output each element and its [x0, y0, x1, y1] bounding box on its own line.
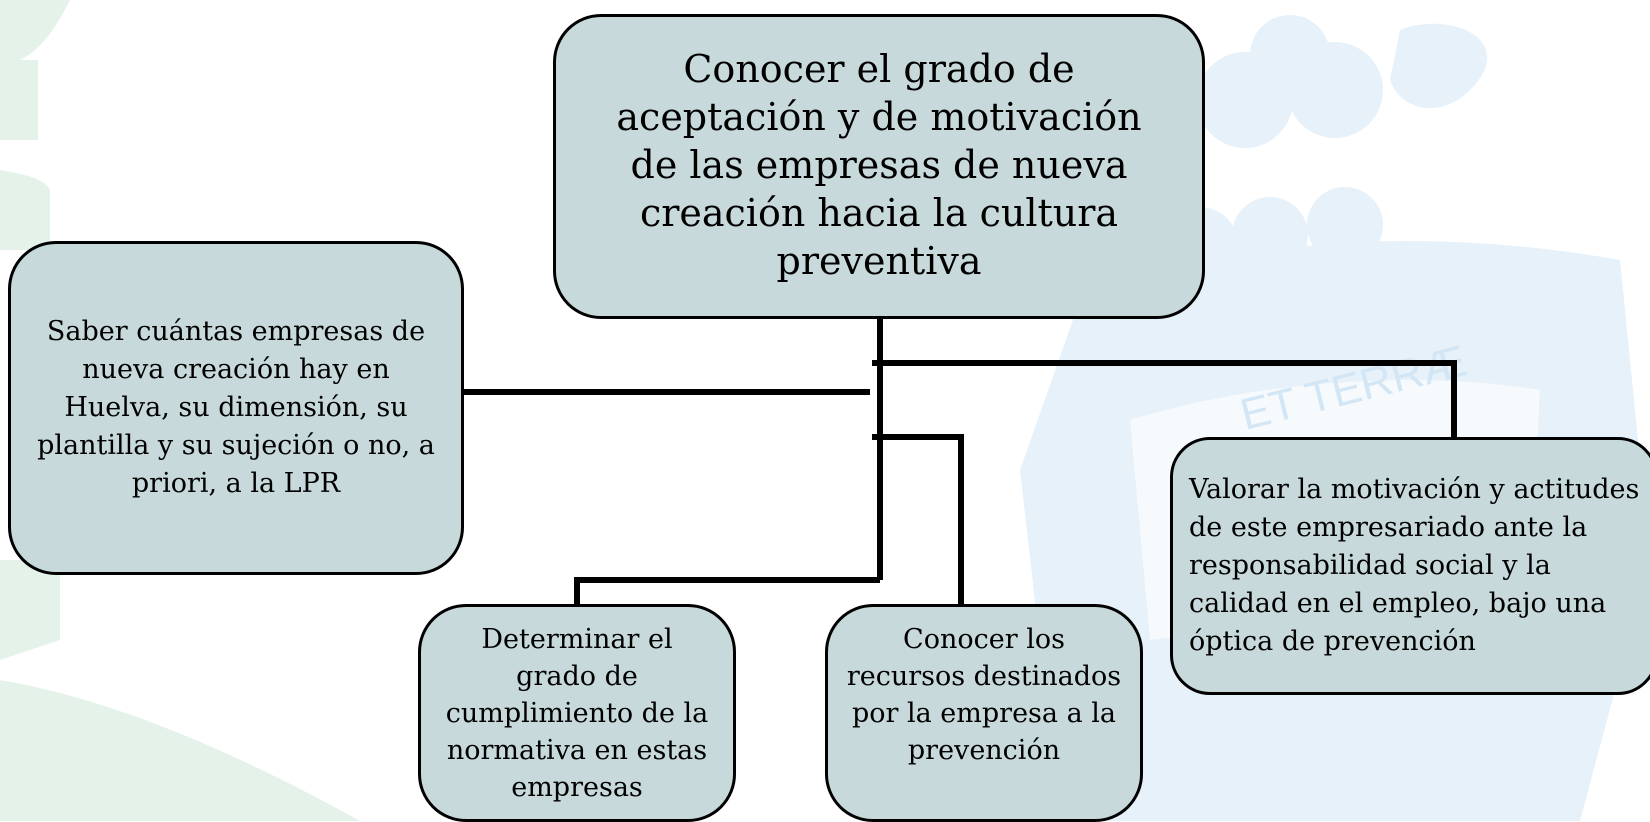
sub-objective-text-3: Conocer los recursos destinados por la e…: [846, 624, 1122, 766]
green-watermark-shapes: [0, 0, 360, 821]
connector-bottom-left: [574, 577, 880, 604]
connector-bottom-middle: [872, 434, 964, 604]
sub-objective-text-4: Valorar la motivación y actitudes de est…: [1189, 474, 1640, 657]
main-objective-text: Conocer el grado de aceptación y de moti…: [616, 46, 1142, 283]
connector-right: [872, 360, 1457, 437]
sub-objective-box-2: Determinar el grado de cumplimiento de l…: [418, 604, 736, 822]
sub-objective-text-2: Determinar el grado de cumplimiento de l…: [445, 624, 709, 803]
main-objective-box: Conocer el grado de aceptación y de moti…: [553, 14, 1205, 319]
sub-objective-text-1: Saber cuántas empresas de nueva creación…: [37, 316, 435, 499]
sub-objective-box-4: Valorar la motivación y actitudes de est…: [1170, 437, 1650, 695]
sub-objective-box-1: Saber cuántas empresas de nueva creación…: [8, 241, 464, 575]
sub-objective-box-3: Conocer los recursos destinados por la e…: [825, 604, 1143, 822]
